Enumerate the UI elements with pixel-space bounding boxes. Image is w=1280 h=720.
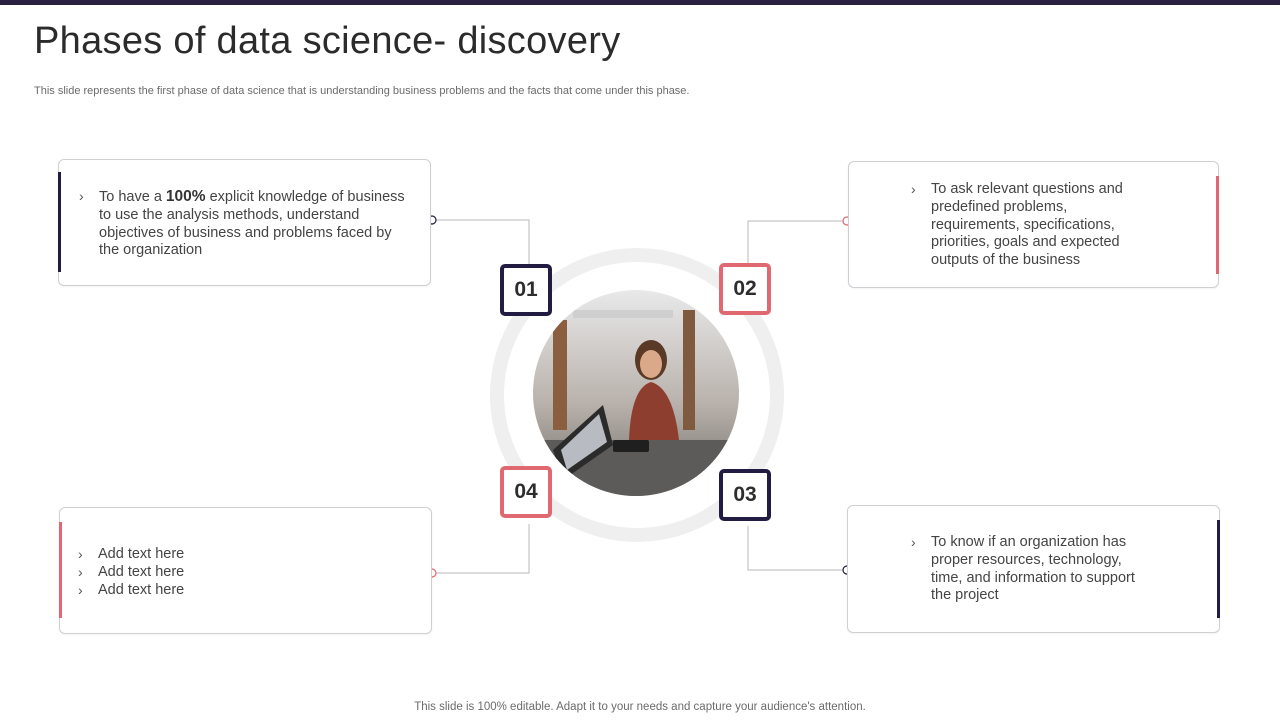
phase-03-list: › To know if an organization has proper … [911,534,1141,605]
chevron-right-icon: › [78,563,83,580]
card-accent-bar [1217,520,1220,618]
phase-03-badge: 03 [719,469,771,521]
card-accent-bar [59,522,62,618]
phase-01-card: › To have a 100% explicit knowledge of b… [58,159,431,286]
phase-04-badge: 04 [500,466,552,518]
center-photo [533,290,739,496]
slide-footer: This slide is 100% editable. Adapt it to… [414,701,866,713]
phase-01-list: › To have a 100% explicit knowledge of b… [79,188,409,260]
list-item: › To know if an organization has proper … [911,534,1135,604]
chevron-right-icon: › [78,581,83,598]
slide-subtitle: This slide represents the first phase of… [34,85,690,97]
card-accent-bar [58,172,61,272]
bold-percent: 100% [165,188,206,205]
top-accent-bar [0,0,1280,5]
card-accent-bar [1216,176,1219,274]
list-item: ›Add text here [78,546,185,562]
list-item: ›Add text here [78,563,185,580]
chevron-right-icon: › [79,188,84,204]
chevron-right-icon: › [911,181,916,197]
chevron-right-icon: › [78,546,83,562]
phase-03-card: › To know if an organization has proper … [847,505,1220,633]
phase-04-list: ›Add text here ›Add text here ›Add text … [78,546,378,599]
phase-04-card: ›Add text here ›Add text here ›Add text … [59,507,432,634]
list-item: › To ask relevant questions and predefin… [911,181,1123,269]
phase-02-list: › To ask relevant questions and predefin… [911,181,1136,270]
list-item: ›Add text here [78,581,185,598]
phase-02-card: › To ask relevant questions and predefin… [848,161,1219,288]
slide-title: Phases of data science- discovery [34,20,621,62]
list-item: › To have a 100% explicit knowledge of b… [79,188,405,259]
phase-02-badge: 02 [719,263,771,315]
chevron-right-icon: › [911,534,916,550]
phase-01-badge: 01 [500,264,552,316]
